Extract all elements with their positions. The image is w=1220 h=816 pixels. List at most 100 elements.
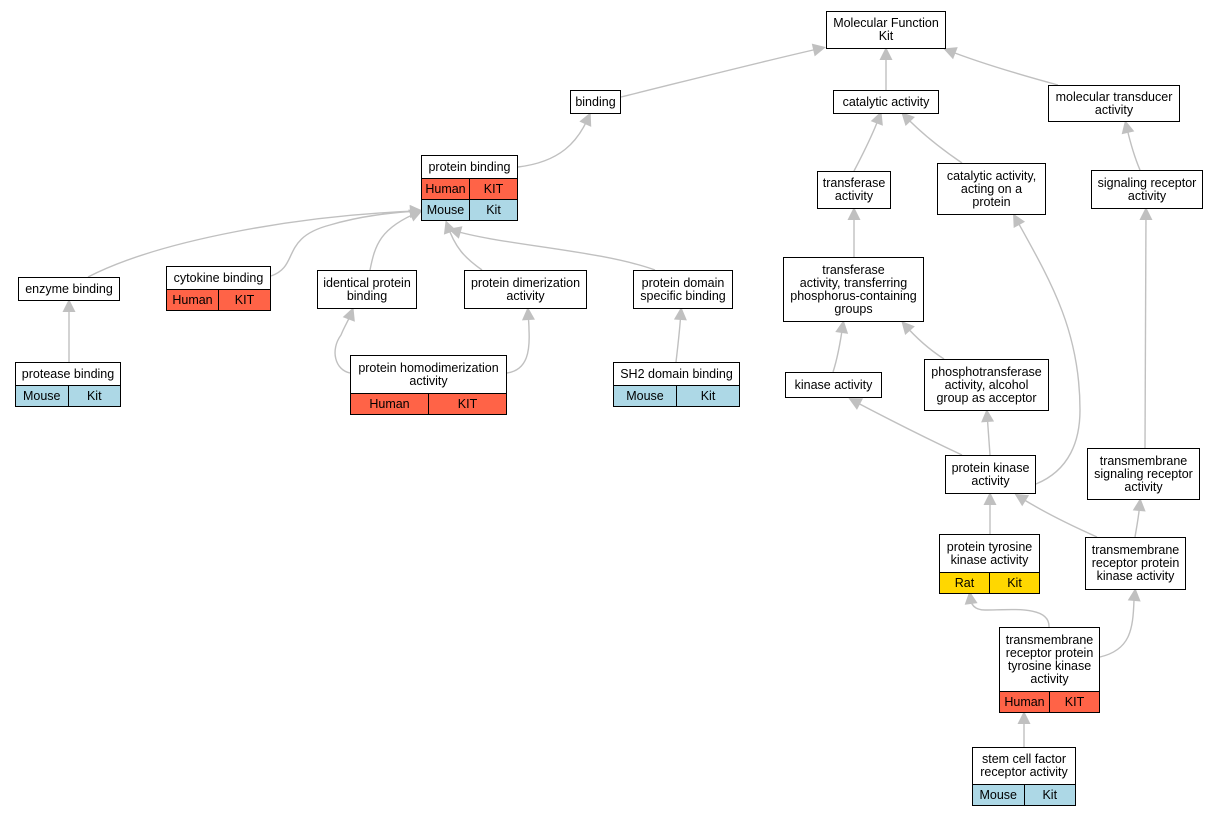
node-label: catalytic activity, acting on a protein bbox=[946, 168, 1037, 209]
arrowhead bbox=[1139, 207, 1153, 221]
arrowhead bbox=[1121, 120, 1135, 135]
edge-identical-binding-to-protein-binding bbox=[369, 211, 420, 271]
arrowhead bbox=[848, 398, 863, 410]
node-label: protease binding bbox=[21, 366, 115, 381]
gene-symbol: KIT bbox=[469, 179, 517, 199]
node-label: phosphotransferase activity, alcohol gro… bbox=[931, 364, 1042, 405]
edge-tm-receptor-kinase-to-protein-kinase bbox=[1017, 495, 1098, 538]
node-label: catalytic activity bbox=[842, 94, 930, 109]
node-label: protein homodimerization activity bbox=[358, 360, 499, 388]
node-label: SH2 domain binding bbox=[620, 366, 733, 381]
node-label: cytokine binding bbox=[173, 270, 264, 285]
edge-tm-receptor-tyrosine-to-tyrosine-kinase bbox=[969, 594, 1050, 628]
node-transducer[interactable]: molecular transducer activity bbox=[1048, 85, 1180, 122]
gene-symbol: KIT bbox=[1049, 692, 1099, 712]
node-transferase[interactable]: transferase activity bbox=[817, 171, 891, 209]
node-kinase[interactable]: kinase activity bbox=[785, 372, 882, 398]
arrowhead bbox=[943, 47, 958, 60]
node-label: transferase activity, transferring phosp… bbox=[790, 262, 917, 316]
species-label: Human bbox=[369, 396, 410, 411]
species-label: Mouse bbox=[979, 787, 1018, 802]
edge-tm-receptor-tyrosine-to-tm-receptor-kinase bbox=[1099, 591, 1136, 658]
node-label: enzyme binding bbox=[25, 281, 113, 296]
annotation-row-human: Human KIT bbox=[351, 393, 506, 414]
node-label: molecular transducer activity bbox=[1055, 89, 1173, 117]
node-signaling-receptor[interactable]: signaling receptor activity bbox=[1091, 170, 1203, 209]
node-transferase-phos[interactable]: transferase activity, transferring phosp… bbox=[783, 257, 924, 322]
node-domain-binding[interactable]: protein domain specific binding bbox=[633, 270, 733, 309]
species-label: Mouse bbox=[626, 388, 664, 403]
arrowhead bbox=[1013, 213, 1026, 229]
edge-catalytic-protein-to-catalytic bbox=[903, 114, 963, 164]
node-phosphotransferase[interactable]: phosphotransferase activity, alcohol gro… bbox=[924, 359, 1049, 411]
gene-symbol: KIT bbox=[428, 394, 506, 414]
arrowhead bbox=[1132, 498, 1146, 512]
node-label: transmembrane receptor protein kinase ac… bbox=[1091, 543, 1180, 583]
node-enzyme-binding[interactable]: enzyme binding bbox=[18, 277, 120, 301]
node-label: kinase activity bbox=[794, 377, 873, 392]
node-label: protein binding bbox=[428, 159, 511, 174]
node-protein-kinase[interactable]: protein kinase activity bbox=[945, 455, 1036, 494]
edge-domain-binding-to-protein-binding bbox=[451, 229, 656, 271]
edge-transferase-to-catalytic bbox=[853, 114, 881, 172]
species-label: Human bbox=[172, 292, 213, 307]
arrowhead bbox=[879, 47, 893, 60]
edge-tm-signaling-to-signaling-receptor bbox=[1144, 210, 1147, 449]
arrowhead bbox=[1127, 588, 1141, 602]
species-label: Mouse bbox=[426, 202, 465, 217]
gene-symbol: Kit bbox=[989, 573, 1039, 593]
node-label: transmembrane receptor protein tyrosine … bbox=[1005, 632, 1094, 686]
species-label: Mouse bbox=[22, 388, 61, 403]
node-mf[interactable]: Molecular Function Kit bbox=[826, 11, 946, 49]
node-label: transmembrane signaling receptor activit… bbox=[1094, 453, 1193, 494]
gene-symbol: Kit bbox=[67, 386, 121, 406]
node-identical-binding[interactable]: identical protein binding bbox=[317, 270, 417, 309]
edge-protein-kinase-to-catalytic-protein bbox=[1014, 216, 1081, 485]
node-label: protein kinase activity bbox=[951, 460, 1030, 488]
node-label: protein tyrosine kinase activity bbox=[946, 539, 1033, 567]
node-label: transferase activity bbox=[822, 176, 886, 203]
annotation-row-mouse: Mouse Kit bbox=[614, 385, 739, 406]
node-label: binding bbox=[575, 94, 616, 109]
node-tm-signaling[interactable]: transmembrane signaling receptor activit… bbox=[1087, 448, 1200, 500]
node-label: identical protein binding bbox=[323, 275, 411, 303]
species-label: Rat bbox=[954, 575, 975, 590]
gene-symbol: Kit bbox=[676, 386, 739, 406]
node-catalytic[interactable]: catalytic activity bbox=[833, 90, 939, 114]
arrowhead bbox=[811, 43, 826, 57]
annotation-row-human: Human KIT bbox=[167, 289, 270, 310]
arrowhead bbox=[983, 492, 997, 505]
node-tm-receptor-tyrosine[interactable]: transmembrane receptor protein tyrosine … bbox=[999, 627, 1100, 713]
edge-homodimerization-to-dimerization bbox=[506, 310, 530, 374]
arrowhead bbox=[62, 299, 76, 312]
annotation-row-mouse: Mouse Kit bbox=[16, 385, 120, 406]
annotation-row-rat: Rat Kit bbox=[940, 572, 1039, 593]
node-catalytic-protein[interactable]: catalytic activity, acting on a protein bbox=[937, 163, 1046, 215]
arrowhead bbox=[901, 112, 915, 126]
arrowhead bbox=[1014, 493, 1030, 507]
arrowhead bbox=[521, 307, 535, 321]
node-tm-receptor-kinase[interactable]: transmembrane receptor protein kinase ac… bbox=[1085, 537, 1186, 590]
species-label: Human bbox=[425, 181, 466, 196]
edge-cytokine-binding-to-protein-binding bbox=[270, 210, 420, 277]
node-label: protein domain specific binding bbox=[640, 275, 726, 303]
node-binding[interactable]: binding bbox=[570, 90, 621, 114]
arrowhead bbox=[981, 409, 995, 423]
node-label: signaling receptor activity bbox=[1097, 175, 1197, 203]
arrowhead bbox=[579, 112, 592, 127]
node-dimerization[interactable]: protein dimerization activity bbox=[464, 270, 587, 309]
gene-symbol: KIT bbox=[218, 290, 270, 310]
edge-transducer-to-mf bbox=[946, 49, 1059, 86]
arrowhead bbox=[673, 307, 687, 321]
